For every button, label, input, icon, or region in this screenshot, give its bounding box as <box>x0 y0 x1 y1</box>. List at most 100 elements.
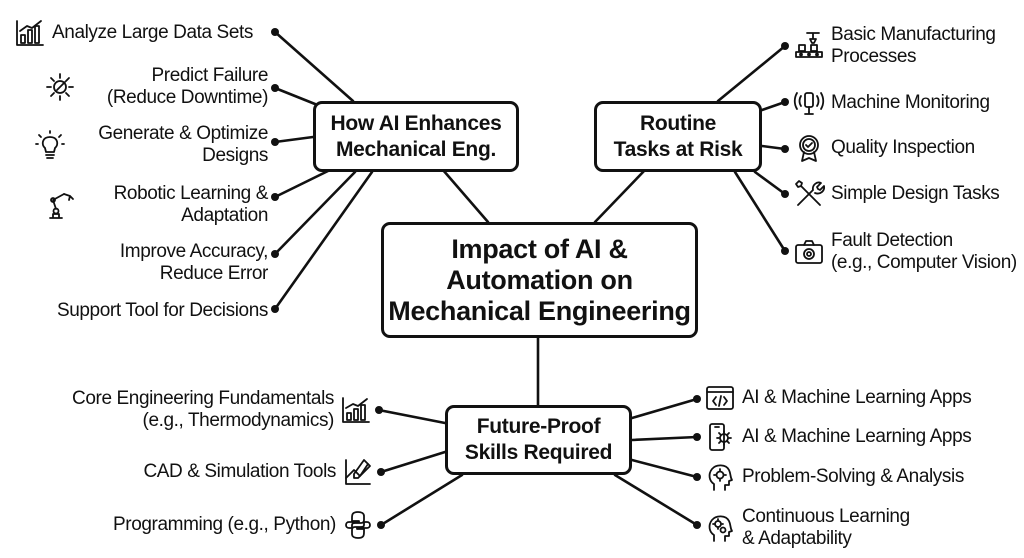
enhances-item: Predict Failure (Reduce Downtime) <box>44 63 268 111</box>
connector-skills-right-4 <box>613 473 699 527</box>
enhances-item: Generate & Optimize Designs <box>34 121 268 169</box>
connector-dot <box>781 190 789 198</box>
chart-icon <box>340 394 372 426</box>
connector-dot <box>693 473 701 481</box>
connector-dot <box>271 84 279 92</box>
enhances-item-label: Reduce Error <box>159 263 269 284</box>
risk-item: Machine Monitoring <box>793 86 1022 120</box>
connector-dot <box>377 468 385 476</box>
risk-hub-line: Routine <box>639 111 717 135</box>
enhances-item-label: (Reduce Downtime) <box>106 87 268 108</box>
enhances-item-label: Adaptation <box>181 205 268 226</box>
camera-icon <box>793 236 825 268</box>
phone-gear-icon <box>704 421 736 453</box>
skills-right-item: Continuous Learning & Adaptability <box>704 504 1020 552</box>
connector-risk-item-1 <box>716 44 787 103</box>
connector-enhances-item-4 <box>273 168 332 199</box>
connector-dot <box>781 42 789 50</box>
head-gear-icon <box>704 461 736 493</box>
skills-left-item-label: (e.g., Thermodynamics) <box>142 410 335 431</box>
connector-dot <box>377 521 385 529</box>
enhances-item: Robotic Learning & Adaptation <box>44 181 268 229</box>
enhances-item-label: Generate & Optimize <box>98 123 268 144</box>
tools-icon <box>793 178 825 210</box>
robot-arm-icon <box>44 189 76 221</box>
connector-enhances-item-2 <box>273 86 317 106</box>
connector-enhances-item-3 <box>273 135 315 144</box>
skills-hub-line: Future-Proof <box>476 415 601 438</box>
connector-risk-item-5 <box>733 170 787 253</box>
skills-right-item-label: Continuous Learning <box>742 506 910 527</box>
enhances-item: Support Tool for Decisions <box>20 298 268 324</box>
connector-dot <box>693 521 701 529</box>
enhances-hub-line: Mechanical Eng. <box>335 137 497 161</box>
skills-right-item: Problem-Solving & Analysis <box>704 460 1020 494</box>
skills-right-item-label: Problem-Solving & Analysis <box>742 466 964 487</box>
connector-dot <box>271 305 279 313</box>
risk-item-label: (e.g., Computer Vision) <box>831 252 1017 273</box>
enhances-item-label: Designs <box>202 145 268 166</box>
risk-item-label: Fault Detection <box>831 230 953 251</box>
enhances-item: Analyze Large Data Sets <box>14 16 268 50</box>
connector-skills-left-1 <box>377 408 447 425</box>
connector-skills-right-3 <box>630 458 699 479</box>
connector-enhances-item-1 <box>273 30 355 103</box>
connector-enhances-center <box>441 168 490 224</box>
skills-right-item-label: & Adaptability <box>742 528 852 549</box>
risk-item: Basic Manufacturing Processes <box>793 21 1022 71</box>
risk-item-label: Simple Design Tasks <box>831 183 1000 204</box>
skills-left-item-label: CAD & Simulation Tools <box>143 461 336 482</box>
connector-dot <box>271 193 279 201</box>
enhances-item-label: Predict Failure <box>151 65 269 86</box>
skills-hub: Future-Proof Skills Required <box>445 405 632 475</box>
skills-left-item: Programming (e.g., Python) <box>60 508 374 542</box>
code-window-icon <box>704 382 736 414</box>
risk-hub: Routine Tasks at Risk <box>594 101 762 172</box>
skills-hub-line: Skills Required <box>464 441 613 464</box>
connector-risk-item-2 <box>760 100 787 112</box>
risk-item: Quality Inspection <box>793 131 1022 165</box>
enhances-hub: How AI Enhances Mechanical Eng. <box>313 101 519 172</box>
skills-right-item-label: AI & Machine Learning Apps <box>742 426 972 447</box>
connector-dot <box>693 395 701 403</box>
connector-skills-left-3 <box>379 473 464 527</box>
center-hub: Impact of AI & Automation on Mechanical … <box>381 222 698 338</box>
connector-dot <box>271 250 279 258</box>
risk-item-label: Processes <box>831 46 917 67</box>
lightbulb-icon <box>34 129 66 161</box>
bar-chart-icon <box>14 17 46 49</box>
connector-dot <box>271 28 279 36</box>
conveyor-robot-icon <box>793 30 825 62</box>
center-hub-line: Impact of AI & <box>451 233 628 264</box>
enhances-item: Improve Accuracy, Reduce Error <box>60 239 268 287</box>
risk-hub-line: Tasks at Risk <box>613 137 743 161</box>
risk-item: Fault Detection (e.g., Computer Vision) <box>793 227 1024 277</box>
center-hub-line: Mechanical Engineering <box>388 295 691 326</box>
connector-dot <box>693 433 701 441</box>
enhances-item-label: Improve Accuracy, <box>119 241 268 262</box>
enhances-item-label: Support Tool for Decisions <box>56 300 268 321</box>
risk-item-label: Basic Manufacturing <box>831 24 996 45</box>
connector-dot <box>271 138 279 146</box>
python-icon <box>342 509 374 541</box>
enhances-item-label: Analyze Large Data Sets <box>52 22 253 43</box>
cad-drawing-icon <box>342 456 374 488</box>
connector-risk-item-4 <box>753 170 787 196</box>
skills-left-item: Core Engineering Fundamentals (e.g., The… <box>20 386 372 434</box>
enhances-hub-line: How AI Enhances <box>330 111 502 135</box>
connector-dot <box>781 247 789 255</box>
connector-skills-right-1 <box>630 397 699 420</box>
connector-dot <box>375 406 383 414</box>
enhances-item-label: Robotic Learning & <box>113 183 269 204</box>
connector-enhances-item-6 <box>273 170 374 311</box>
skills-right-item-label: AI & Machine Learning Apps <box>742 387 972 408</box>
connector-risk-center <box>593 168 647 224</box>
skills-left-item-label: Core Engineering Fundamentals <box>72 388 334 409</box>
risk-item-label: Quality Inspection <box>831 137 975 158</box>
risk-item-label: Machine Monitoring <box>831 92 990 113</box>
skills-left-item: CAD & Simulation Tools <box>60 455 374 489</box>
connector-dot <box>781 98 789 106</box>
skills-right-item: AI & Machine Learning Apps <box>704 420 1020 454</box>
skills-left-item-label: Programming (e.g., Python) <box>113 514 336 535</box>
